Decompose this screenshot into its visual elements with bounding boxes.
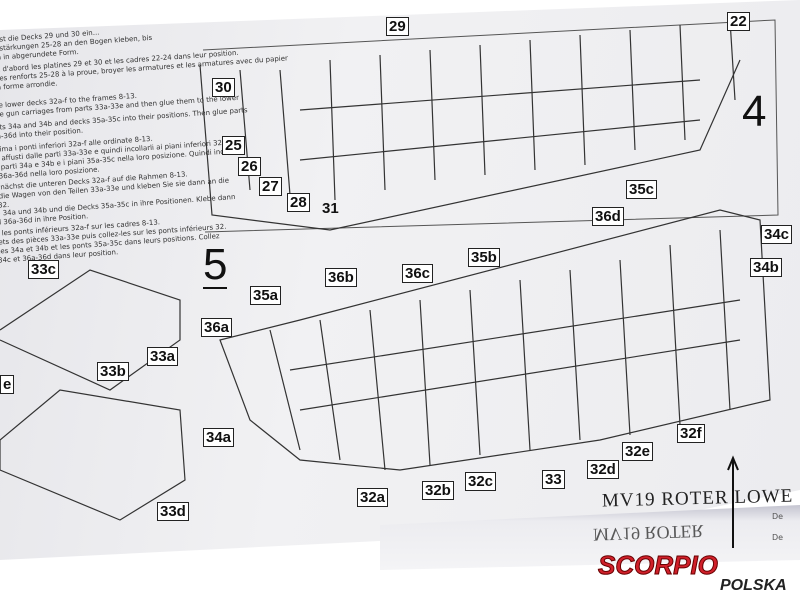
part-label: 27	[259, 177, 282, 196]
part-label: 22	[727, 12, 750, 31]
part-label: 34a	[203, 428, 235, 447]
part-label: 32a	[357, 488, 389, 507]
part-label: 36d	[592, 207, 624, 226]
step4-frame	[202, 19, 779, 233]
part-label: 30	[212, 78, 235, 97]
part-label: 31	[322, 200, 339, 217]
part-label: 35a	[250, 286, 282, 305]
part-label: 32e	[622, 442, 654, 461]
part-label: 33c	[28, 260, 60, 279]
instruction-page	[0, 0, 800, 560]
part-label: 34c	[761, 225, 793, 244]
part-label: 34b	[750, 258, 782, 277]
part-label: 35b	[468, 248, 500, 267]
hull-lower	[219, 209, 771, 471]
part-label: 29	[386, 17, 409, 36]
part-label: 36a	[201, 318, 233, 337]
part-label: 32c	[465, 472, 497, 491]
decks-lower	[289, 299, 741, 411]
part-label: 36b	[325, 268, 357, 287]
part-label: 33a	[147, 347, 179, 366]
part-label: 32f	[677, 424, 705, 443]
part-label: 36c	[402, 264, 434, 283]
footer-text: De	[772, 512, 784, 521]
part-label: 33b	[97, 362, 129, 381]
frames-lower	[269, 229, 731, 471]
part-label: 32d	[587, 460, 619, 479]
part-label: 32b	[422, 481, 454, 500]
step-number-5: 5	[203, 240, 228, 289]
part-label: e	[0, 375, 15, 394]
part-label: 26	[238, 157, 261, 176]
mirrored-title: MV19 ROTER	[592, 521, 704, 545]
frames-top	[239, 19, 736, 201]
step-number-4: 4	[742, 87, 767, 136]
footer-text: De	[772, 533, 784, 542]
arrow-icon	[727, 455, 739, 548]
part-label: 35c	[626, 180, 658, 199]
brand-logo: SCORPIO	[598, 550, 719, 581]
hull-top	[199, 59, 741, 231]
part-label: 33	[542, 470, 565, 489]
carriage-a	[0, 269, 181, 391]
part-label: 28	[287, 193, 310, 212]
part-label: 33d	[157, 502, 189, 521]
decks-top	[299, 79, 701, 161]
carriage-b	[0, 389, 186, 521]
part-label: 25	[222, 136, 245, 155]
brand-logo-sub: POLSKA	[720, 577, 787, 594]
